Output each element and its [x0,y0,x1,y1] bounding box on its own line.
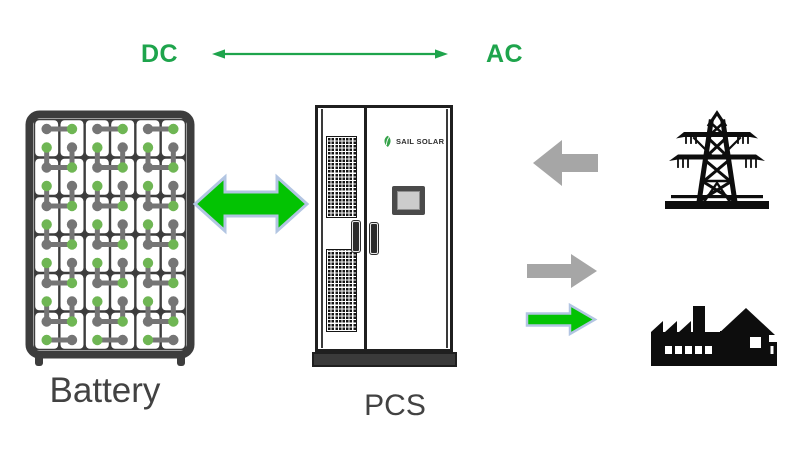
door-handle-left [351,220,361,253]
vent-grille-bottom-icon [326,249,357,332]
battery-label: Battery [49,371,161,410]
brand-logo: SAIL SOLAR [382,135,444,148]
door-handle-right [369,222,379,255]
cabinet-left-panel-seam [321,109,323,348]
cabinet-right-panel-seam [446,109,448,348]
ac-label: AC [486,40,524,68]
pcs-to-load-arrow-gray-icon [527,254,597,288]
vent-grille-top-icon [326,136,357,218]
transmission-tower-icon [665,110,769,209]
factory-icon [651,306,777,366]
brand-name: SAIL SOLAR [396,137,445,146]
leaf-logo-icon [384,135,391,147]
grid-to-pcs-arrow-icon [533,140,598,186]
display-screen-face [397,191,420,210]
dc-ac-double-arrow-icon [212,49,448,59]
pcs-to-load-arrow-green-icon [525,302,598,337]
battery-pcs-double-arrow-icon [192,173,310,235]
pcs-label: PCS [364,389,426,422]
battery-rack-icon [25,110,195,366]
display-screen [392,186,425,215]
dc-label: DC [141,40,179,68]
pcs-cabinet-icon: SAIL SOLAR [312,105,457,367]
door-divider [364,108,367,349]
cabinet-base [312,352,457,367]
